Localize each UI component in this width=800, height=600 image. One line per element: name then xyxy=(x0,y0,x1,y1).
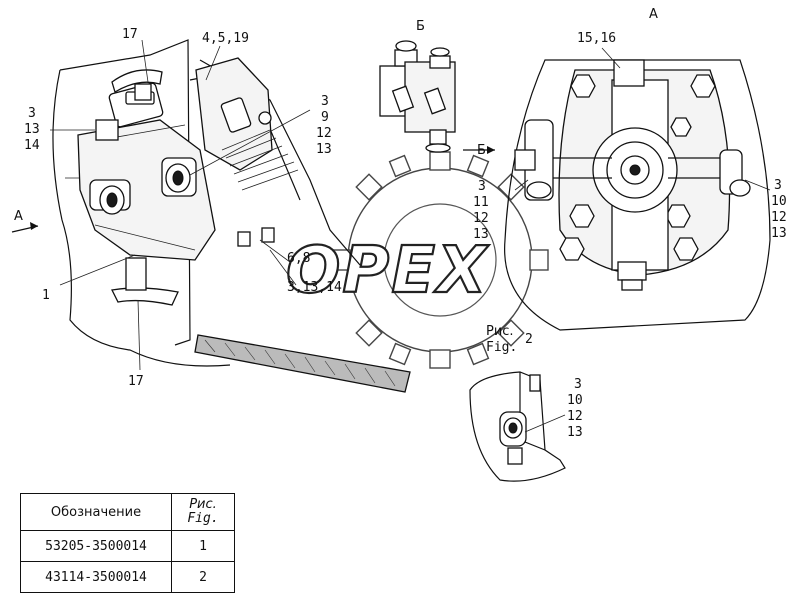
callout-3-mid: 3 xyxy=(321,94,329,109)
watermark-gear-icon xyxy=(331,151,549,369)
callout-13-view-a-right: 13 xyxy=(771,226,787,241)
view-a-detail xyxy=(504,47,771,331)
view-b-detail xyxy=(379,40,495,154)
callout-12-view-a-right: 12 xyxy=(771,210,787,225)
callout-12-view-a-left: 12 xyxy=(473,211,489,226)
callout-12-mid: 12 xyxy=(316,126,332,141)
callout-13-left: 13 xyxy=(24,122,40,137)
callout-3-left: 3 xyxy=(28,106,36,121)
callout-1: 1 xyxy=(42,288,50,303)
legend-fig: 2 xyxy=(171,561,235,593)
fig2-caption-line2: Fig. xyxy=(486,340,517,355)
watermark-text: OPEX xyxy=(286,234,489,308)
callout-13-detail: 13 xyxy=(567,425,583,440)
legend-row: 53205-3500014 1 xyxy=(20,530,235,562)
callout-10-view-a-right: 10 xyxy=(771,194,787,209)
callout-4-5-19: 4,5,19 xyxy=(202,31,249,46)
callout-13-mid: 13 xyxy=(316,142,332,157)
callout-12-detail: 12 xyxy=(567,409,583,424)
callout-6-8: 6,8 xyxy=(287,251,310,266)
callout-3-13-14: 3,13,14 xyxy=(287,280,342,295)
detail-fitting xyxy=(469,371,566,482)
arrow-a-label: А xyxy=(14,209,23,224)
legend-header-fig-en: Fig. xyxy=(187,511,219,526)
legend-header-fig: Рис. Fig. xyxy=(171,493,235,531)
callout-3-detail: 3 xyxy=(574,377,582,392)
fig2-caption-line1: Рис. xyxy=(486,324,514,339)
callout-9-mid: 9 xyxy=(321,110,329,125)
view-a-title: А xyxy=(649,7,658,22)
callout-15-16: 15,16 xyxy=(577,31,616,46)
legend-header-row: Обозначение Рис. Fig. xyxy=(20,493,235,531)
legend-header-designation: Обозначение xyxy=(20,493,172,531)
callout-17-top: 17 xyxy=(122,27,138,42)
arrow-b-label: Б xyxy=(477,143,486,158)
legend-table: Обозначение Рис. Fig. 53205-3500014 1 43… xyxy=(20,493,235,593)
view-b-title: Б xyxy=(416,19,425,34)
legend-header-fig-ru: Рис. xyxy=(189,497,217,512)
fig1-assembly xyxy=(11,39,411,393)
callout-10-detail: 10 xyxy=(567,393,583,408)
callout-14-left: 14 xyxy=(24,138,40,153)
callout-3-view-a-left: 3 xyxy=(478,179,486,194)
callout-17-bottom: 17 xyxy=(128,374,144,389)
legend-row: 43114-3500014 2 xyxy=(20,561,235,593)
callout-11-view-a-left: 11 xyxy=(473,195,489,210)
callout-13-view-a-left: 13 xyxy=(473,227,489,242)
legend-fig: 1 xyxy=(171,530,235,562)
callout-3-view-a-right: 3 xyxy=(774,178,782,193)
fig2-number: 2 xyxy=(525,332,533,347)
legend-designation: 53205-3500014 xyxy=(20,530,172,562)
legend-designation: 43114-3500014 xyxy=(20,561,172,593)
